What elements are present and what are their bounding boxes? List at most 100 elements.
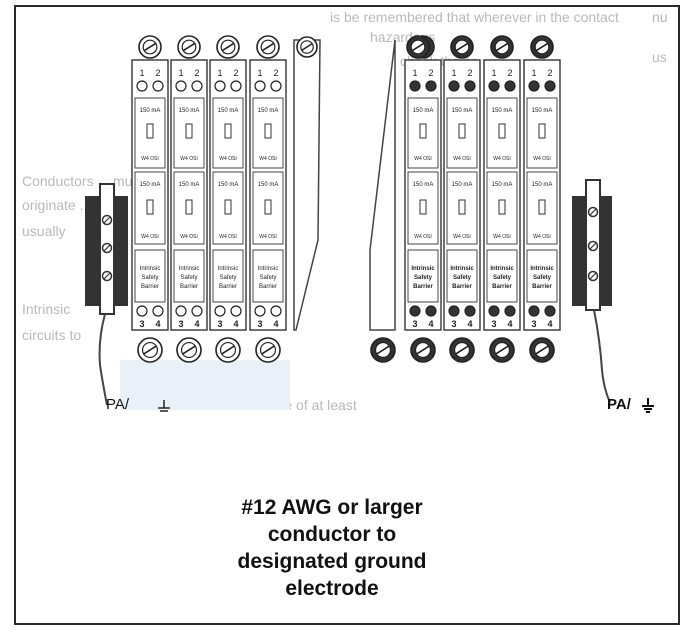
screw-terminal-icon bbox=[137, 337, 163, 363]
terminal-number: 3 bbox=[139, 319, 144, 329]
terminal-icon bbox=[464, 80, 476, 92]
barrier-label: Barrier bbox=[413, 284, 433, 290]
screw-terminal-icon bbox=[296, 36, 318, 58]
terminal-number: 1 bbox=[257, 68, 262, 78]
terminal-number: 1 bbox=[531, 68, 536, 78]
left-bank-edge bbox=[293, 39, 321, 331]
terminal-number: 4 bbox=[273, 319, 278, 329]
fuse-code-label: W4 OSI bbox=[219, 156, 237, 162]
terminal-number: 1 bbox=[178, 68, 183, 78]
terminal-icon bbox=[409, 305, 421, 317]
caption: #12 AWG or larger conductor to designate… bbox=[216, 494, 448, 602]
terminal-icon bbox=[270, 80, 282, 92]
terminal-icon bbox=[191, 80, 203, 92]
terminal-icon bbox=[230, 305, 242, 317]
fuse-icon bbox=[538, 199, 546, 215]
right-rail-mount bbox=[572, 179, 612, 403]
rating-label: 150 mA bbox=[452, 182, 473, 188]
rating-label: 150 mA bbox=[452, 108, 473, 114]
barrier-label: Barrier bbox=[180, 284, 198, 290]
barrier-label: Safety bbox=[219, 275, 236, 281]
fuse-icon bbox=[264, 123, 272, 139]
barrier-label: Intrinsic bbox=[530, 266, 554, 272]
fuse-icon bbox=[458, 199, 466, 215]
rating-label: 150 mA bbox=[258, 108, 279, 114]
terminal-number: 2 bbox=[273, 68, 278, 78]
terminal-icon bbox=[448, 80, 460, 92]
fuse-icon bbox=[224, 123, 232, 139]
terminal-icon bbox=[425, 80, 437, 92]
fuse-icon bbox=[419, 123, 427, 139]
left-rail-mount bbox=[85, 183, 128, 406]
fuse-icon bbox=[146, 123, 154, 139]
terminal-number: 3 bbox=[451, 319, 456, 329]
pa-ground-label-left: PA/ bbox=[106, 396, 130, 413]
terminal-icon bbox=[448, 305, 460, 317]
fuse-code-label: W4 OSI bbox=[533, 156, 551, 162]
bg-text-line: Conductors ... must bbox=[22, 173, 143, 189]
terminal-number: 4 bbox=[233, 319, 238, 329]
barrier-label: Barrier bbox=[219, 284, 237, 290]
rating-label: 150 mA bbox=[492, 108, 513, 114]
caption-line: conductor to bbox=[267, 523, 397, 546]
barrier-label: Safety bbox=[493, 275, 512, 281]
barrier-label: Safety bbox=[414, 275, 433, 281]
terminal-icon bbox=[504, 80, 516, 92]
terminal-icon bbox=[544, 80, 556, 92]
barrier-label: Barrier bbox=[141, 284, 159, 290]
terminal-icon bbox=[214, 305, 226, 317]
terminal-number: 4 bbox=[194, 319, 199, 329]
fuse-code-label: W4 OSI bbox=[493, 156, 511, 162]
barrier-label: Intrinsic bbox=[450, 266, 474, 272]
rating-label: 150 mA bbox=[492, 182, 513, 188]
rating-label: 150 mA bbox=[179, 182, 200, 188]
rating-label: 150 mA bbox=[179, 108, 200, 114]
bg-text-line: us bbox=[652, 49, 667, 65]
screw-terminal-icon bbox=[177, 35, 201, 59]
terminal-number: 3 bbox=[491, 319, 496, 329]
terminal-number: 3 bbox=[217, 319, 222, 329]
screw-terminal-icon bbox=[449, 337, 475, 363]
terminal-icon bbox=[425, 305, 437, 317]
rating-label: 150 mA bbox=[532, 182, 553, 188]
terminal-icon bbox=[175, 305, 187, 317]
screw-terminal-icon bbox=[529, 337, 555, 363]
fuse-icon bbox=[538, 123, 546, 139]
terminal-icon bbox=[254, 80, 266, 92]
rating-label: 150 mA bbox=[258, 182, 279, 188]
screw-terminal-icon bbox=[450, 35, 474, 59]
barrier-label: Intrinsic bbox=[490, 266, 514, 272]
screw-terminal-icon bbox=[410, 337, 436, 363]
terminal-number: 1 bbox=[217, 68, 222, 78]
barrier-label: Intrinsic bbox=[258, 266, 279, 272]
terminal-number: 2 bbox=[428, 68, 433, 78]
fuse-code-label: W4 OSI bbox=[259, 156, 277, 162]
barrier-label: Intrinsic bbox=[218, 266, 239, 272]
fuse-icon bbox=[185, 123, 193, 139]
rating-label: 150 mA bbox=[413, 108, 434, 114]
screw-terminal-icon bbox=[370, 337, 396, 363]
fuse-code-label: W4 OSI bbox=[453, 234, 471, 240]
right-bank-edge bbox=[369, 39, 396, 331]
barrier-label: Barrier bbox=[532, 284, 552, 290]
fuse-code-label: W4 OSI bbox=[219, 234, 237, 240]
barrier-label: Intrinsic bbox=[411, 266, 435, 272]
barrier-label: Safety bbox=[259, 275, 276, 281]
screw-terminal-icon bbox=[406, 35, 430, 59]
terminal-number: 4 bbox=[155, 319, 160, 329]
barrier-label: Safety bbox=[453, 275, 472, 281]
terminal-icon bbox=[528, 80, 540, 92]
terminal-number: 2 bbox=[467, 68, 472, 78]
terminal-icon bbox=[464, 305, 476, 317]
caption-line: designated ground bbox=[237, 550, 427, 573]
barrier-label: Safety bbox=[533, 275, 552, 281]
caption-line: electrode bbox=[285, 577, 379, 600]
rating-label: 150 mA bbox=[532, 108, 553, 114]
terminal-icon bbox=[488, 80, 500, 92]
pa-ground-label-right: PA/ bbox=[607, 396, 631, 413]
